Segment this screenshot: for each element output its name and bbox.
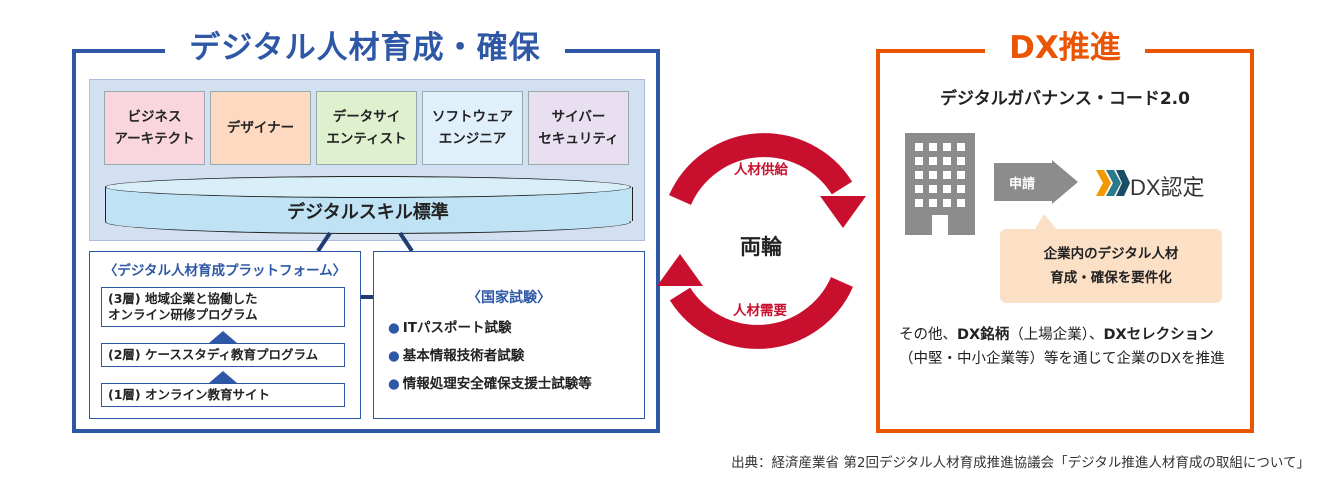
national-exam-title: 〈国家試験〉 <box>467 290 551 306</box>
national-exam-box <box>373 251 645 419</box>
exam-item-fundamental: ●基本情報技術者試験 <box>388 348 525 364</box>
talent-panel-title: デジタル人材育成・確保 <box>165 26 565 70</box>
supply-arrowhead <box>820 196 866 228</box>
dx-logo-icon <box>1096 170 1130 196</box>
governance-code-title: デジタルガバナンス・コード2.0 <box>940 89 1190 109</box>
platform-title: 〈デジタル人材育成プラットフォーム〉 <box>103 263 347 279</box>
apply-label: 申請 <box>1008 176 1035 192</box>
demand-label: 人材需要 <box>733 303 787 319</box>
skill-standard-label: デジタルスキル標準 <box>287 202 449 223</box>
layer-2: (2層) ケーススタディ教育プログラム <box>101 343 345 367</box>
exam-item-it-passport: ●ITパスポート試験 <box>388 320 512 336</box>
role-cyber-security: サイバー セキュリティ <box>528 91 629 165</box>
layer-1: (1層) オンライン教育サイト <box>101 383 345 407</box>
demand-arrowhead <box>657 254 703 286</box>
both-wheels-label: 両輪 <box>740 235 782 259</box>
supply-label: 人材供給 <box>734 162 788 178</box>
cylinder-top <box>105 176 631 198</box>
dx-promotion-text: その他、DX銘柄（上場企業）、DXセレクション（中堅・中小企業等）等を通じて企業… <box>899 327 1225 367</box>
dx-certification-label: DX認定 <box>1130 175 1205 200</box>
dx-panel-title: DX推進 <box>985 26 1145 70</box>
exam-item-security: ●情報処理安全確保支援士試験等 <box>388 376 592 392</box>
source-citation: 出典：経済産業省 第2回デジタル人材育成推進協議会「デジタル推進人材育成の取組に… <box>731 455 1310 471</box>
requirement-note: 企業内のデジタル人材 育成・確保を要件化 <box>1000 229 1222 303</box>
building-icon <box>905 133 975 235</box>
layer-3: (3層) 地域企業と協働した オンライン研修プログラム <box>101 287 345 327</box>
role-designer: デザイナー <box>210 91 311 165</box>
role-software-engineer: ソフトウェア エンジニア <box>422 91 523 165</box>
platform-box <box>89 251 361 419</box>
arrow-right-icon <box>994 160 1078 204</box>
role-data-scientist: データサイ エンティスト <box>316 91 417 165</box>
role-business-architect: ビジネス アーキテクト <box>104 91 205 165</box>
